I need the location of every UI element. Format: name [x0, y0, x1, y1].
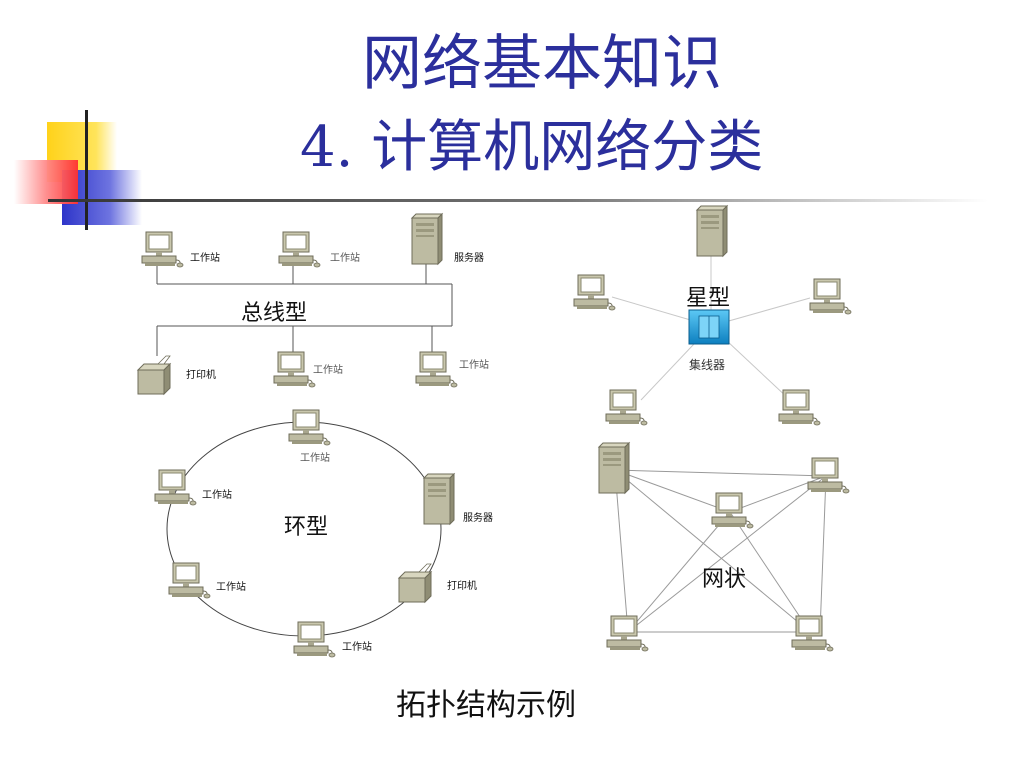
star-workstation-icon	[573, 274, 616, 311]
bus-node-label: 工作站	[459, 358, 489, 371]
ring-workstation-icon	[288, 409, 331, 446]
star-workstation-icon	[809, 278, 852, 315]
star-server-icon	[696, 205, 728, 257]
mesh-links	[614, 469, 827, 633]
bus-workstation-icon	[278, 231, 321, 268]
title-line-1: 网络基本知识	[362, 29, 722, 99]
mesh-workstation-icon	[791, 615, 834, 652]
hub-icon	[688, 309, 730, 345]
bus-workstation-icon	[141, 231, 184, 268]
ring-workstation-icon	[154, 469, 197, 506]
star-workstation-icon	[778, 389, 821, 426]
ring-node-label: 工作站	[216, 580, 246, 593]
corner-decoration	[14, 110, 988, 230]
bus-workstation-icon	[415, 351, 458, 388]
bus-node-label: 工作站	[330, 251, 360, 264]
ring-node-label: 工作站	[300, 451, 330, 464]
ring-label: 环型	[284, 515, 328, 540]
diagram-caption: 拓扑结构示例	[396, 688, 576, 723]
ring-printer-icon	[398, 563, 432, 603]
deco-red-square	[14, 160, 78, 204]
ring-server-icon	[423, 473, 455, 525]
mesh-server-icon	[598, 442, 630, 494]
bus-node-label: 打印机	[186, 368, 216, 381]
title-rule	[48, 199, 988, 202]
bus-cable	[156, 262, 453, 356]
star-workstation-icon	[605, 389, 648, 426]
bus-topology: 工作站 工作站 服务器 打印机 工作站 工作站 总线型	[137, 213, 489, 395]
mesh-workstation-icon	[807, 457, 850, 494]
ring-node-label: 工作站	[202, 488, 232, 501]
ring-topology: 工作站 工作站 服务器 工作站 打印机 工作站 环型	[154, 409, 493, 658]
deco-vertical-line	[85, 110, 88, 230]
ring-node-label: 服务器	[463, 511, 493, 524]
hub-label: 集线器	[689, 357, 725, 372]
mesh-topology: 网状	[598, 442, 850, 652]
title-line-2: 4. 计算机网络分类	[300, 115, 764, 180]
bus-node-label: 服务器	[454, 251, 484, 264]
bus-node-label: 工作站	[313, 363, 343, 376]
bus-node-label: 工作站	[190, 251, 220, 264]
ring-workstation-icon	[293, 621, 336, 658]
bus-workstation-icon	[273, 351, 316, 388]
star-topology: 星型 集线器	[573, 205, 852, 426]
bus-label: 总线型	[241, 301, 307, 326]
ring-node-label: 工作站	[342, 640, 372, 653]
bus-server-icon	[411, 213, 443, 265]
mesh-workstation-icon	[711, 492, 754, 529]
mesh-label: 网状	[702, 567, 746, 592]
bus-printer-icon	[137, 355, 171, 395]
ring-node-label: 打印机	[447, 579, 477, 592]
star-label: 星型	[686, 286, 730, 311]
ring-workstation-icon	[168, 562, 211, 599]
